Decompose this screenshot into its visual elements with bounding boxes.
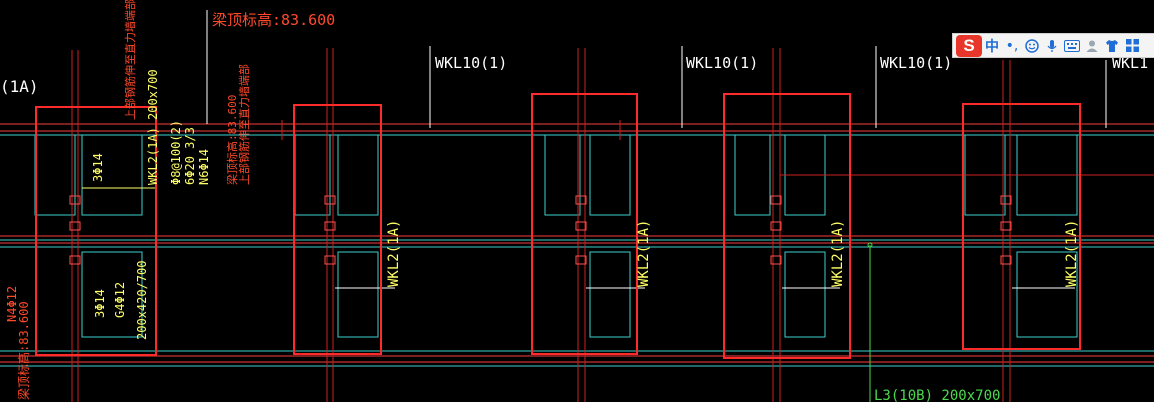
red-left-note-a: N4Φ12 — [5, 286, 19, 322]
highlight-box-3 — [531, 93, 638, 355]
highlight-box-5 — [962, 103, 1081, 350]
grid-icon[interactable] — [1122, 35, 1142, 57]
top-rebar-label: 3Φ14 — [91, 153, 105, 182]
red-vertical-note-a: 上部钢筋伸至直力墙端部 — [123, 0, 137, 120]
ime-toolbar[interactable]: S 中 •, — [952, 33, 1154, 58]
beam-spec-4: N6Φ14 — [197, 149, 211, 185]
wkl10-label-2: WKL10(1) — [686, 54, 758, 72]
user-icon[interactable] — [1082, 35, 1102, 57]
green-node — [867, 242, 873, 248]
shirt-icon[interactable] — [1102, 35, 1122, 57]
beam-spec-3: 6Φ20 3/3 — [183, 127, 197, 185]
mic-icon[interactable] — [1042, 35, 1062, 57]
side-rebar-label: G4Φ12 — [113, 282, 127, 318]
red-vertical-note-b2: 上部钢筋伸至直力墙端部 — [237, 64, 251, 185]
punct-toggle-button[interactable]: •, — [1005, 37, 1019, 54]
lang-toggle-button[interactable]: 中 — [985, 38, 999, 55]
axis-lines — [71, 48, 1154, 402]
red-vertical-note-b1: 梁顶标高:83.600 — [225, 95, 239, 185]
highlight-box-4 — [723, 93, 851, 359]
section-size-label: 200x420/700 — [135, 261, 149, 340]
highlight-boxes — [35, 93, 1081, 359]
highlight-box-2 — [293, 104, 382, 355]
beam-spec-1: WKL2(1A) 200x700 — [146, 69, 160, 185]
beam-spec-2: Φ8@100(2) — [169, 120, 183, 185]
beam-lines — [0, 123, 1154, 363]
red-left-note-b: 梁顶标高:83.600 — [16, 301, 31, 400]
wkl2-label-2: WKL2(1A) — [636, 220, 652, 287]
bottom-rebar-label: 3Φ14 — [93, 289, 107, 318]
keyboard-icon[interactable] — [1062, 35, 1082, 57]
wkl2-label-4: WKL2(1A) — [1064, 220, 1080, 287]
leader-lines — [206, 10, 1107, 289]
sogou-logo-icon[interactable]: S — [956, 34, 982, 57]
smile-icon[interactable] — [1022, 35, 1042, 57]
wkl10-label-1: WKL10(1) — [435, 54, 507, 72]
wkl10-label-3: WKL10(1) — [880, 54, 952, 72]
axis-1a-label: (1A) — [0, 77, 39, 96]
wkl10-label-4: WKL1 — [1112, 54, 1148, 72]
wkl2-label-3: WKL2(1A) — [830, 220, 846, 287]
bar-marks — [69, 195, 1012, 265]
wkl2-label-1: WKL2(1A) — [386, 220, 402, 287]
elev-top-label: 梁顶标高:83.600 — [212, 11, 335, 29]
highlight-box-1 — [35, 106, 157, 356]
green-beam-label: L3(10B) 200x700 — [874, 388, 1000, 402]
